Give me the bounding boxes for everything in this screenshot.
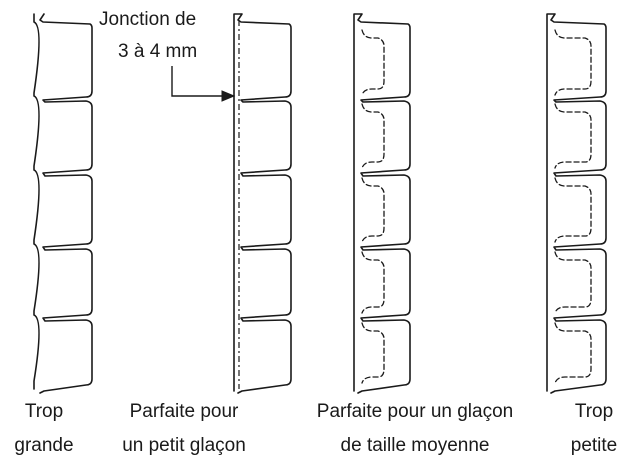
- tray-medium-profile: [353, 13, 411, 394]
- tray-medium-cube-outline: [361, 29, 385, 384]
- junction-callout-line1: Jonction de: [99, 9, 197, 30]
- tray-label-too-small-line2: petite: [570, 435, 618, 456]
- callout-arrowhead-icon: [221, 90, 236, 102]
- tray-label-too-large-line1: Trop: [24, 401, 64, 422]
- tray-too-small-cube-outline: [554, 29, 592, 384]
- tray-label-small-line1: Parfaite pour: [129, 401, 239, 422]
- tray-label-too-large-line2: grande: [14, 435, 74, 456]
- tray-label-medium-line2: de taille moyenne: [340, 435, 490, 456]
- tray-label-too-small-line1: Trop: [574, 401, 614, 422]
- junction-callout-line2: 3 à 4 mm: [118, 41, 198, 62]
- tray-too-large-profile: [33, 13, 93, 394]
- tray-small-profile: [233, 13, 292, 394]
- callout-leader-line: [171, 66, 226, 97]
- tray-too-small-profile: [546, 13, 607, 394]
- tray-label-small-line2: un petit glaçon: [122, 435, 246, 456]
- tray-label-medium-line1: Parfaite pour un glaçon: [316, 401, 514, 422]
